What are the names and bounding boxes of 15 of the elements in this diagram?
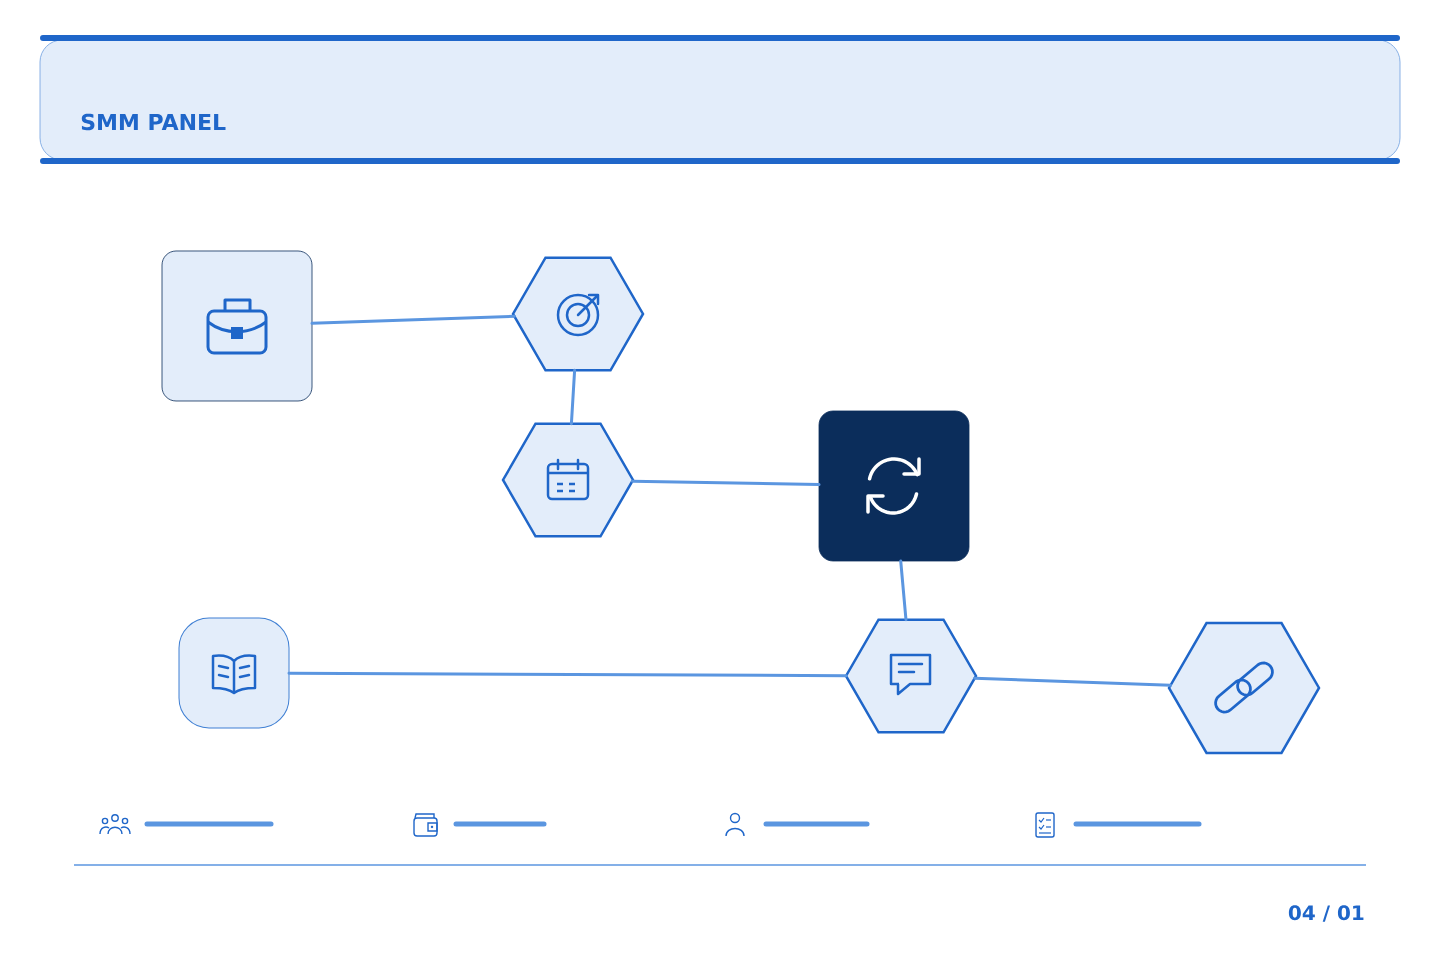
connector-line [899,559,908,622]
connector-line [310,314,516,325]
icon-tile [818,410,970,562]
icon-tile [161,250,313,402]
hexagon-node [511,256,645,372]
hexagon-node [1167,621,1321,755]
hexagon-node [501,422,635,538]
subtitle: SMM PANEL [81,113,226,131]
connector-line [630,479,821,487]
connector-line [569,368,577,426]
icon-tile [178,617,290,729]
connector-line [973,676,1173,687]
page-number: 04 / 01 [1288,905,1364,922]
hexagon-node [844,618,978,734]
connector-line [287,671,848,678]
